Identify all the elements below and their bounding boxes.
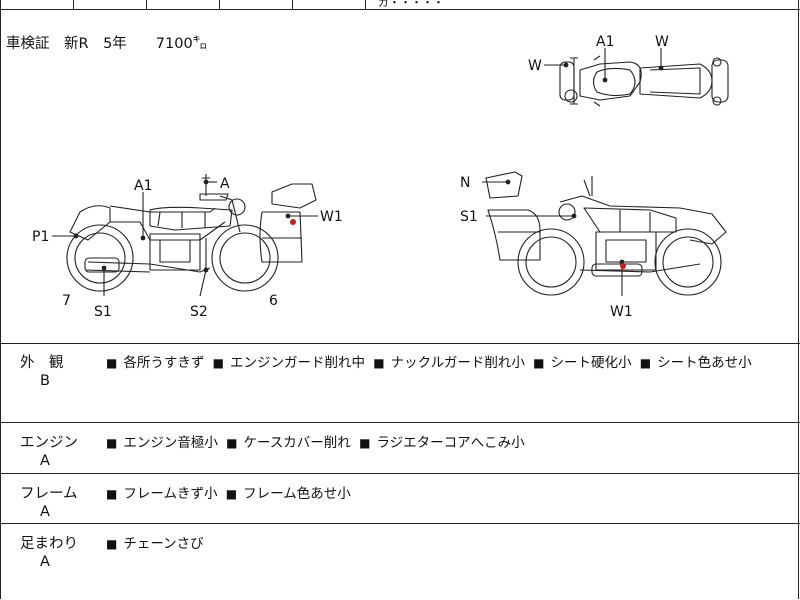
top-view-motorcycle (559, 55, 729, 107)
row-label: フレーム (20, 486, 78, 502)
label-top-w-right: W (655, 34, 669, 50)
row-label: エンジン (20, 435, 78, 451)
item-text: フレームきず小 (123, 486, 218, 502)
label-left-7: 7 (62, 293, 71, 309)
row-grade: A (40, 453, 50, 469)
bullet-square: ■ (373, 356, 385, 370)
top-cell (0, 0, 74, 9)
bullet-square: ■ (226, 436, 238, 450)
row-items: ■ フレームきず小 ■ フレーム色あせ小 (106, 482, 351, 502)
label-left-w1: W1 (320, 209, 343, 225)
bullet-square: ■ (106, 537, 118, 551)
row-label: 足まわり (20, 536, 78, 552)
row-grade: A (40, 554, 50, 570)
condition-row-engine: エンジン A ■ エンジン音極小 ■ ケースカバー削れ ■ ラジエターコアへこみ小 (0, 423, 800, 474)
condition-row-suspension: 足まわり A ■ チェーンさび (0, 524, 800, 600)
item-text: エンジンガード削れ中 (229, 355, 365, 371)
row-items: ■各所うすきず ■エンジンガード削れ中 ■ナックルガード削れ小 ■シート硬化小 … (106, 351, 752, 371)
bullet-square: ■ (639, 356, 652, 370)
condition-row-exterior: 外 観 B ■ 各所うすきず ■ エンジンガード削れ中 ■ ナックルガード削れ小 ■ シ… (0, 343, 800, 423)
right-side-motorcycle (485, 171, 727, 296)
label-left-s1: S1 (94, 304, 112, 320)
item-text: 各所うすきず (123, 355, 205, 371)
row-label: 外 観 (20, 355, 64, 371)
top-fragment-text: ガ・・・・・ (378, 0, 444, 9)
top-cell (146, 0, 220, 9)
top-cell (73, 0, 147, 9)
row-grade: B (40, 373, 50, 389)
bullet-square: ■ (212, 356, 224, 370)
item-text: ナックルガード削れ小 (390, 355, 525, 371)
item-text: チェーンさび (123, 536, 204, 552)
item-text: シート色あせ小 (657, 355, 752, 371)
vehicle-info: 車検証 新R 5年 7100㌔ (6, 36, 208, 52)
motorcycle-diagrams: A1 W W A1 A W1 P1 7 S1 S2 6 N S1 W1 (32, 34, 729, 320)
label-top-w-left: W (528, 58, 542, 74)
item-text: ケースカバー削れ (243, 435, 351, 451)
bullet-square: ■ (106, 356, 118, 370)
bullet-square: ■ (359, 436, 371, 450)
label-left-6: 6 (269, 293, 278, 309)
label-left-a1: A1 (134, 178, 152, 194)
bullet-square: ■ (533, 356, 545, 370)
label-right-s1: S1 (460, 209, 478, 225)
row-items: ■ チェーンさび (106, 532, 204, 552)
row-items: ■ エンジン音極小 ■ ケースカバー削れ ■ ラジエターコアへこみ小 (106, 431, 525, 451)
damage-diagram-area: 車検証 新R 5年 7100㌔ (0, 10, 800, 344)
item-text: エンジン音極小 (123, 435, 218, 451)
top-cell (292, 0, 366, 9)
item-text: フレーム色あせ小 (243, 486, 351, 502)
label-top-a1: A1 (596, 34, 614, 50)
bullet-square: ■ (106, 436, 118, 450)
row-grade: A (40, 504, 50, 520)
label-right-w1: W1 (610, 304, 633, 320)
label-left-p1: P1 (32, 229, 49, 245)
item-text: シート硬化小 (550, 355, 632, 371)
damage-leader-lines (52, 48, 662, 297)
label-right-n: N (460, 175, 470, 191)
top-table-strip: ガ・・・・・ (0, 0, 800, 10)
top-cell (219, 0, 293, 9)
damage-markers (290, 219, 626, 269)
label-left-a: A (220, 176, 230, 192)
left-side-motorcycle (66, 174, 317, 292)
item-text: ラジエターコアへこみ小 (376, 435, 525, 451)
bullet-square: ■ (106, 487, 118, 501)
condition-row-frame: フレーム A ■ フレームきず小 ■ フレーム色あせ小 (0, 474, 800, 524)
label-left-s2: S2 (190, 304, 208, 320)
bullet-square: ■ (225, 487, 238, 501)
